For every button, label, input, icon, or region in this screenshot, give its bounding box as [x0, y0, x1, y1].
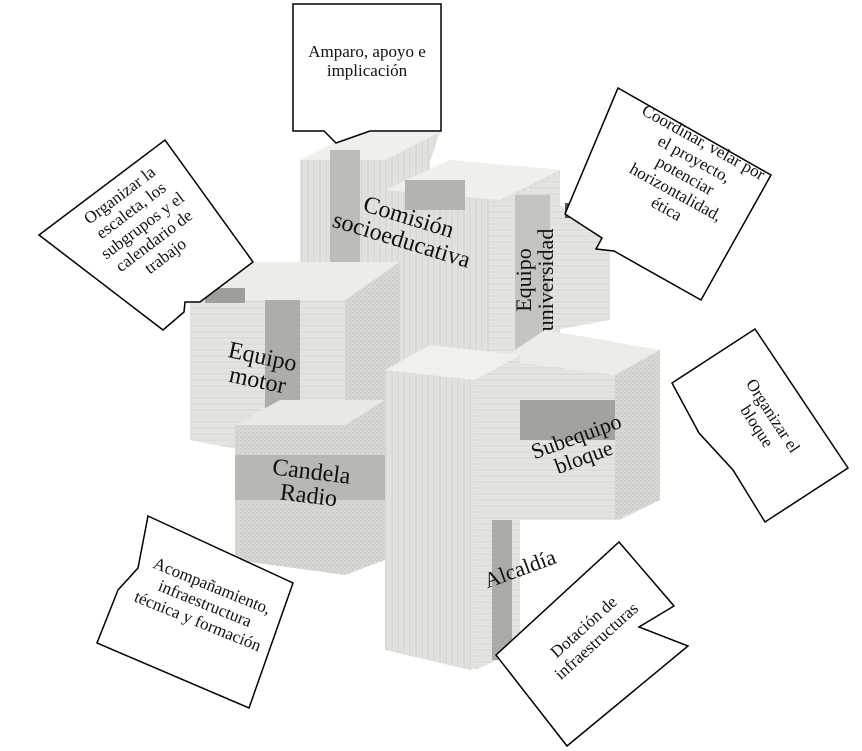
callout-bottom-right-shape — [494, 540, 690, 748]
block-subequipo — [500, 330, 660, 520]
block-candela — [235, 400, 385, 575]
label-universidad: Equipo universidad — [511, 228, 558, 332]
block-universidad — [385, 160, 560, 380]
callout-top: Amparo, apoyo e implicación — [308, 42, 426, 81]
block-alcaldia — [385, 345, 520, 670]
callout-top-left-shape — [37, 138, 255, 331]
callout-top-right-shape — [564, 86, 773, 302]
callout-bottom-left-shape — [96, 514, 294, 710]
callout-right-shape — [671, 327, 850, 524]
callout-top-shape — [292, 3, 442, 144]
